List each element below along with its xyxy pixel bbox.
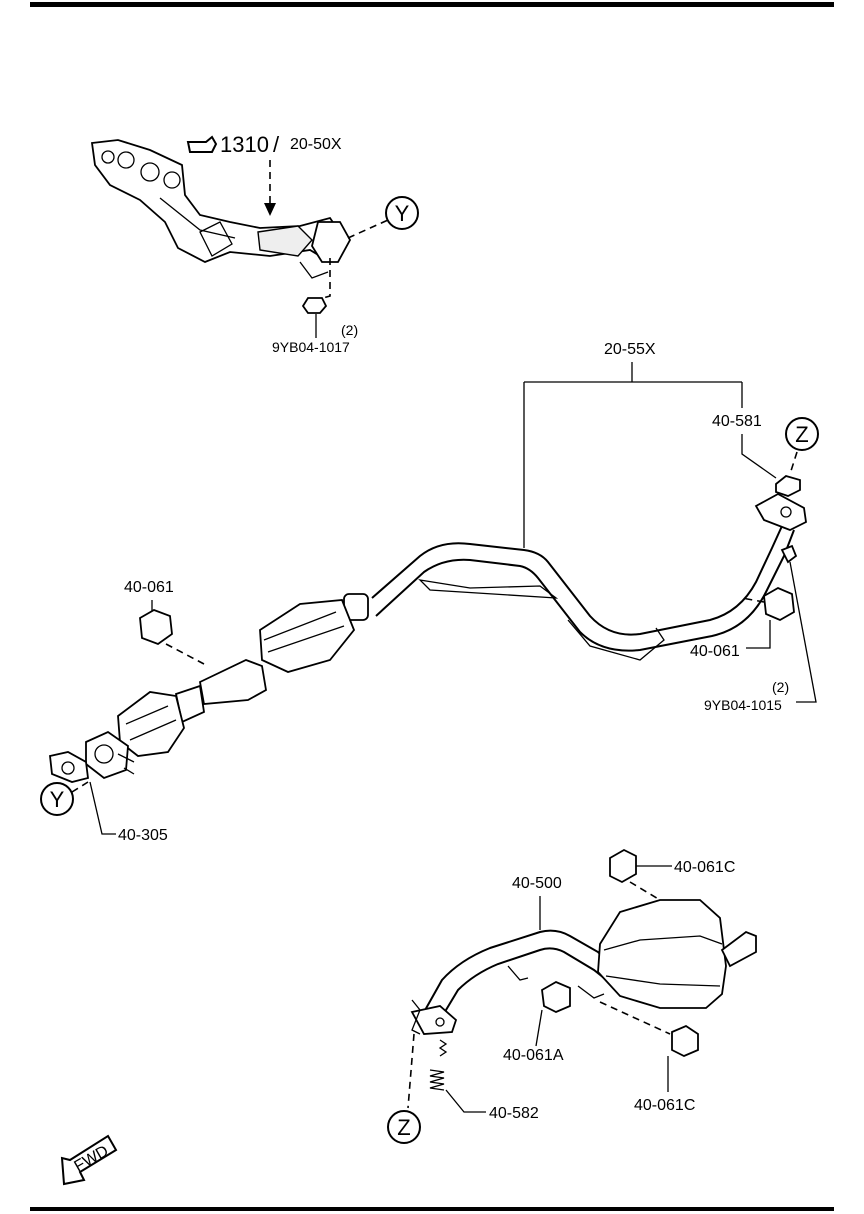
bolt-icon <box>411 999 421 1035</box>
part-40-500-label: 40-500 <box>512 875 562 892</box>
bolt-thread-icon <box>438 1039 448 1057</box>
gasket-40-581 <box>775 475 801 497</box>
hanger-40-061a <box>541 980 571 1013</box>
circle-z-top-label: Z <box>795 422 808 447</box>
bolt-9yb04-1017-label: 9YB04-1017 <box>272 339 350 355</box>
leader-40-581 <box>741 434 777 479</box>
bracket-20-55x <box>523 362 743 548</box>
part-40-305-label: 40-305 <box>118 827 168 844</box>
circle-z-bottom-label: Z <box>397 1115 410 1140</box>
muffler-assembly <box>410 899 757 1035</box>
circle-y-bottom <box>40 782 74 816</box>
nut-icon <box>301 297 328 314</box>
front-pipe <box>85 492 807 780</box>
part-40-061c-top-label: 40-061C <box>674 859 735 876</box>
leader-y-bottom <box>71 781 89 793</box>
leader-hanger-c-bottom <box>599 1001 671 1035</box>
circle-y-top <box>385 196 419 230</box>
spring-icon <box>429 1069 445 1091</box>
leader-z-bottom <box>407 1033 415 1109</box>
fwd-arrow-icon: FWD <box>60 1134 118 1186</box>
part-40-061-right-label: 40-061 <box>690 643 740 660</box>
ref-slash: / <box>273 132 280 157</box>
part-40-061c-bottom-label: 40-061C <box>634 1097 695 1114</box>
qty-1015: (2) <box>772 679 789 695</box>
ref-1310-label: 1310 <box>220 132 269 157</box>
leader-40-061a <box>535 1009 543 1047</box>
bolt-9yb04-1015-label: 9YB04-1015 <box>704 697 782 713</box>
circle-y-top-label: Y <box>395 201 410 226</box>
leader-40-061-right <box>746 620 771 649</box>
leader-40-582 <box>445 1089 486 1113</box>
nut-1015-icon <box>780 544 798 564</box>
leader-1015 <box>789 561 817 703</box>
part-40-061-left-label: 40-061 <box>124 579 174 596</box>
part-40-061a-label: 40-061A <box>503 1047 564 1064</box>
part-20-55x-label: 20-55X <box>604 341 656 358</box>
hanger-40-061-right <box>763 586 795 622</box>
gasket-40-305 <box>49 751 89 783</box>
circle-z-bottom <box>387 1110 421 1144</box>
leader-z-top <box>789 451 798 475</box>
leader-hanger-c-top <box>629 881 661 901</box>
leader-hanger-right <box>741 597 765 603</box>
leader-y-top <box>347 219 389 239</box>
circle-y-bottom-label: Y <box>50 787 65 812</box>
hanger-40-061c-top <box>609 848 637 884</box>
exhaust-manifold <box>90 139 352 279</box>
part-40-581-label: 40-581 <box>712 413 762 430</box>
part-20-50x-label: 20-50X <box>290 136 342 153</box>
bottom-rule <box>30 1207 834 1211</box>
hanger-40-061c-bottom <box>671 1024 699 1057</box>
hanger-40-061-left <box>139 609 173 646</box>
ref-icon <box>186 135 218 153</box>
top-rule <box>30 2 834 7</box>
leader-40-305 <box>89 781 116 835</box>
qty-1017: (2) <box>341 322 358 338</box>
arrowhead-20-50x <box>264 203 276 216</box>
circle-z-top <box>785 417 819 451</box>
gasket-hole <box>61 761 75 775</box>
leader-hanger-left <box>165 643 205 665</box>
leader-nut-1017 <box>315 258 331 301</box>
part-40-582-label: 40-582 <box>489 1105 539 1122</box>
